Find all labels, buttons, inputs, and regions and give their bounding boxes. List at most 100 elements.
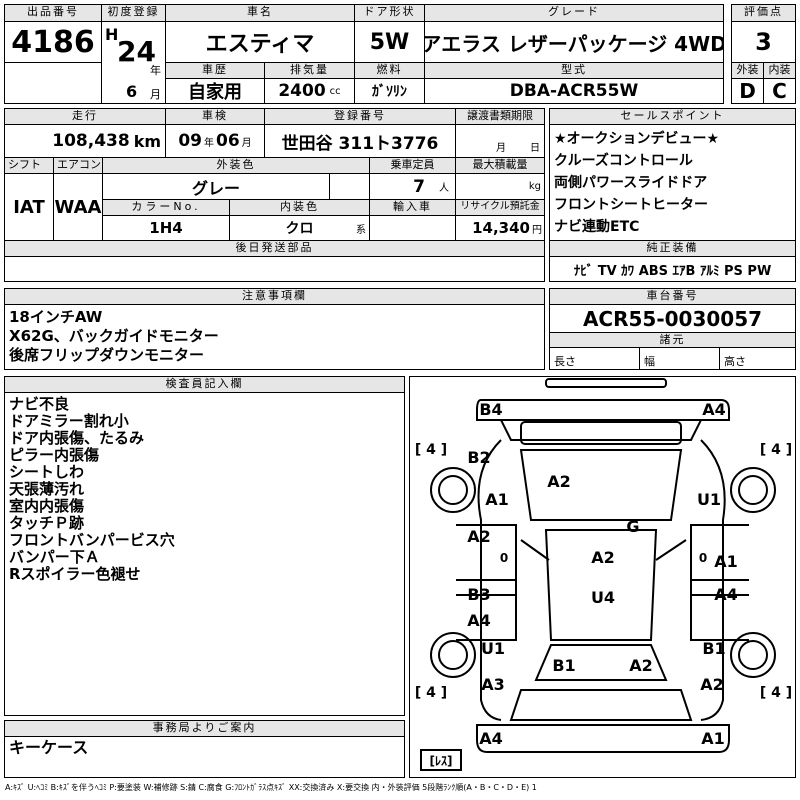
first-reg-box: H 24 年 6 月: [101, 21, 166, 104]
capacity: 7: [413, 176, 425, 197]
rear-hatch: [509, 689, 693, 721]
insp-month: 06: [216, 131, 240, 151]
door-label: ドア形状: [354, 4, 425, 22]
damage-mark: A3: [481, 675, 505, 694]
damage-mark: A4: [467, 611, 491, 630]
damage-mark: A1: [714, 552, 738, 571]
name-label: 車名: [165, 4, 355, 22]
mileage-label: 走行: [4, 108, 166, 125]
roof-rack-line: [545, 378, 667, 388]
displacement-box: 2400 cc: [264, 78, 355, 104]
lot-blank: [4, 62, 102, 104]
front-glass: [520, 421, 682, 445]
int-grade-label: 内装: [763, 62, 796, 79]
width-label: 幅: [644, 355, 655, 368]
rear-bumper: [476, 724, 730, 753]
max-load-unit: kg: [528, 181, 541, 192]
notes-list: 18インチAW X62G、バックガイドモニター 後席フリップダウンモニター: [4, 304, 545, 370]
damage-mark: A2: [591, 548, 615, 567]
damage-mark: A2: [629, 656, 653, 675]
grade-label: グレード: [424, 4, 724, 22]
side-left-front-door: [456, 524, 517, 596]
length-box: 長さ: [549, 347, 640, 370]
windshield: [519, 449, 683, 521]
displacement: 2400: [278, 81, 326, 101]
transfer-label: 譲渡書類期限: [455, 108, 545, 125]
pillar-right: [655, 539, 687, 561]
inspection-box: 09 年 06 月: [165, 124, 265, 158]
note-item: X62G、バックガイドモニター: [9, 327, 219, 345]
tire-front-right-inner: [738, 475, 768, 505]
year-unit: 年: [150, 64, 161, 77]
chassis-label: 車台番号: [549, 288, 796, 305]
inspector-list: ナビ不良 ドアミラー割れ小 ドア内張傷、たるみ ピラー内張傷 シートしわ 天張薄…: [4, 392, 405, 716]
damage-mark: B4: [479, 400, 502, 419]
inspector-item: 室内内張傷: [9, 497, 85, 515]
damage-mark: U4: [591, 588, 615, 607]
office-label: 事務局よりご案内: [4, 720, 405, 737]
damage-mark: B2: [467, 448, 490, 467]
sales-list: ★オークションデビュー★ クルーズコントロール 両側パワースライドドア フロント…: [549, 124, 796, 241]
tire-depth: [ 4 ]: [760, 685, 792, 701]
inspector-item: Rスポイラー色褪せ: [9, 565, 141, 583]
transfer-month-unit: 月: [496, 143, 506, 154]
int-color-label: 内装色: [229, 199, 370, 216]
later-parts-label: 後日発送部品: [4, 240, 545, 257]
insp-year: 09: [178, 131, 202, 151]
side-right-front-door: [690, 524, 749, 596]
grade: アエラス レザーパッケージ 4WD: [424, 21, 724, 63]
tire-depth: [ 4 ]: [760, 442, 792, 458]
km-unit: km: [133, 131, 161, 151]
inspector-item: ドア内張傷、たるみ: [9, 429, 145, 447]
recycle-box: 14,340 円: [455, 215, 545, 241]
damage-mark: A1: [701, 729, 725, 748]
side-right-rear-door: [690, 579, 749, 641]
import-label: 輸入車: [369, 199, 456, 216]
sales-item: クルーズコントロール: [554, 153, 693, 169]
hood: [499, 419, 703, 441]
length-label: 長さ: [554, 355, 576, 368]
damage-mark: A4: [702, 400, 726, 419]
damage-diagram: B4 A4 B2 A1 A2 U1 G A2 0 A2 0 A1 U4 B3 A…: [409, 376, 796, 778]
insp-year-unit: 年: [204, 137, 214, 149]
damage-mark: A4: [479, 729, 503, 748]
shift: IAT: [4, 173, 54, 241]
door: 5W: [354, 21, 425, 63]
spare-box: [420, 749, 462, 771]
chassis-number: ACR55-0030057: [549, 304, 796, 333]
mileage-box: 108,438 km: [4, 124, 166, 158]
plate-label: 登録番号: [264, 108, 456, 125]
color-no-label: カラーNo.: [102, 199, 230, 216]
spare-tire: [ﾚｽ]: [430, 754, 453, 768]
era: H: [105, 25, 119, 44]
capacity-label: 乗車定員: [369, 157, 456, 174]
reg-year: 24: [117, 35, 156, 68]
damage-mark: B1: [552, 656, 575, 675]
lot-number: 4186: [4, 21, 102, 63]
inspection-label: 車検: [165, 108, 265, 125]
tire-front-left-inner: [438, 475, 468, 505]
equipment-label: 純正装備: [549, 240, 796, 257]
office-value: キーケース: [4, 736, 405, 778]
spec-label: 諸元: [549, 332, 796, 348]
front-bumper: [476, 399, 730, 421]
int-grade: C: [763, 78, 796, 104]
int-color-suffix: 系: [356, 225, 366, 236]
damage-mark: A2: [467, 527, 491, 546]
later-parts-box: [4, 256, 545, 282]
damage-mark: B1: [702, 639, 725, 658]
ext-grade-label: 外装: [731, 62, 764, 79]
recycle-label: リサイクル預託金: [455, 199, 545, 216]
tire-rear-left: [430, 632, 476, 678]
ext-color: グレー: [102, 173, 330, 200]
ac: WAA: [53, 173, 103, 241]
equipment: ﾅﾋﾞ TV ｶﾜ ABS ｴｱB ｱﾙﾐ PS PW: [549, 256, 796, 282]
ext-grade: D: [731, 78, 764, 104]
inspector-item: ドアミラー割れ小: [9, 412, 129, 430]
damage-mark: A2: [547, 472, 571, 491]
first-reg-label: 初度登録: [101, 4, 166, 22]
inspector-item: ピラー内張傷: [9, 446, 100, 464]
shift-label: シフト: [4, 157, 54, 174]
inspector-label: 検査員記入欄: [4, 376, 405, 393]
body-right: [700, 439, 726, 721]
